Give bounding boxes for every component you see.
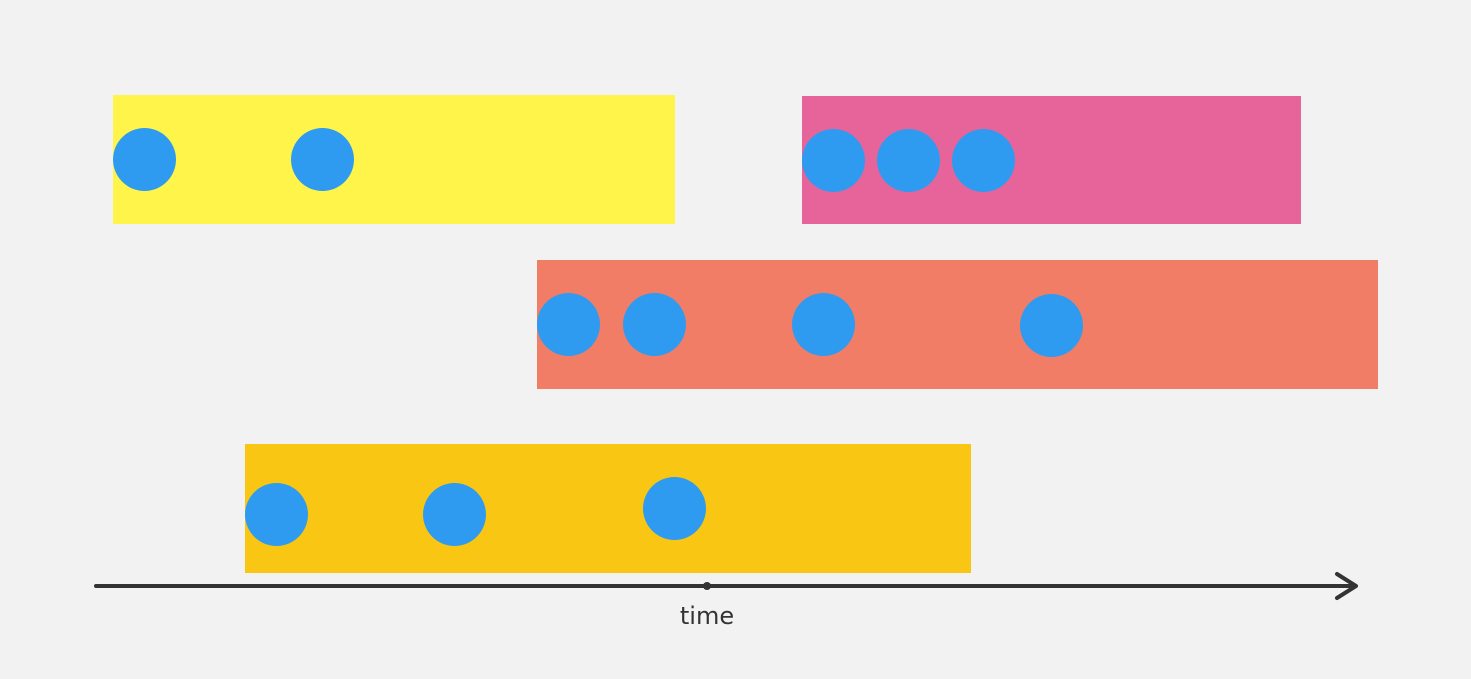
interval-bar-salmon — [537, 260, 1378, 389]
event-dot — [623, 293, 686, 356]
time-axis-midpoint — [703, 582, 711, 590]
event-dot — [952, 129, 1015, 192]
event-dot — [245, 483, 308, 546]
event-dot — [877, 129, 940, 192]
arrow-head-icon — [1335, 572, 1358, 600]
event-dot — [643, 477, 706, 540]
event-dot — [113, 128, 176, 191]
interval-bar-yellow — [113, 95, 675, 224]
event-dot — [291, 128, 354, 191]
time-axis-label: time — [679, 602, 735, 630]
event-dot — [537, 293, 600, 356]
event-dot — [802, 129, 865, 192]
event-dot — [792, 293, 855, 356]
event-dot — [423, 483, 486, 546]
interval-bar-amber — [245, 444, 971, 573]
event-dot — [1020, 294, 1083, 357]
interval-bar-pink — [802, 96, 1301, 224]
